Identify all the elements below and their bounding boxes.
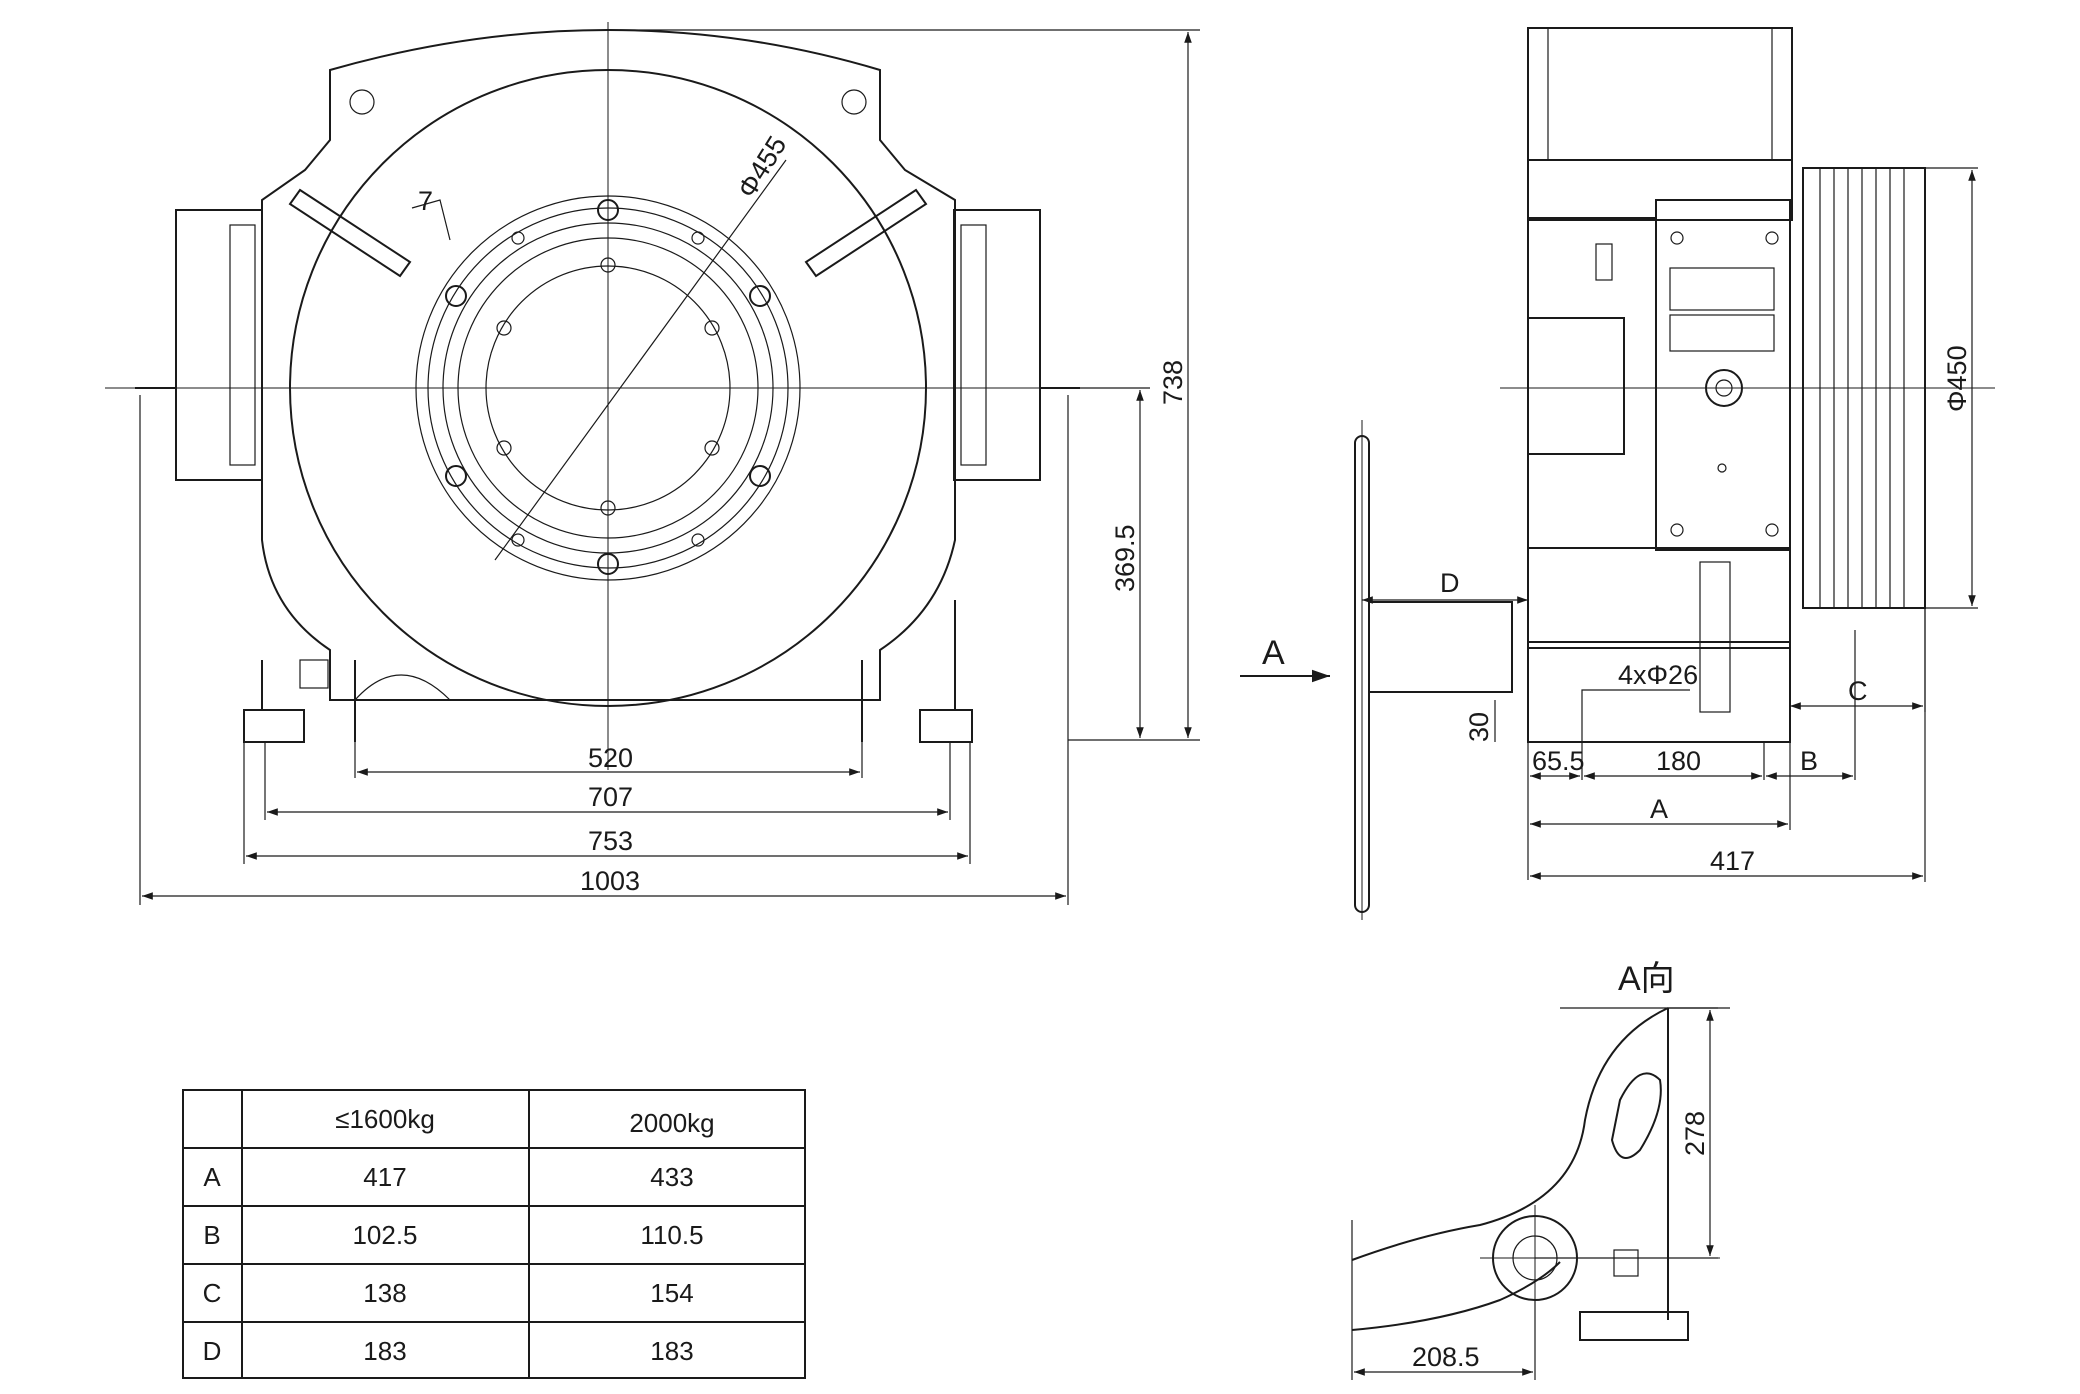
cable-gland — [1595, 243, 1613, 281]
brake-pad-left — [229, 224, 256, 466]
holes-leader — [1581, 689, 1690, 742]
upper-housing — [1527, 159, 1793, 221]
lifting-eye-right — [841, 89, 867, 115]
sheave-diameter-label: Φ450 — [1942, 345, 1972, 412]
dim-417-label: 417 — [1710, 846, 1755, 876]
dim-65-5-label: 65.5 — [1532, 746, 1585, 776]
table-row-label: D — [203, 1336, 222, 1366]
diameter-leader — [494, 159, 787, 561]
detail-contour-lower — [1351, 1261, 1561, 1331]
flange-ring-4 — [457, 237, 759, 539]
dim-1003-label: 1003 — [580, 866, 640, 896]
view-arrow-label: A — [1262, 634, 1285, 672]
dim-208-5-label: 208.5 — [1412, 1342, 1480, 1372]
dim-753: 753 — [243, 742, 971, 864]
table-cell: 183 — [650, 1336, 693, 1366]
dim-520-label: 520 — [588, 743, 633, 773]
detail-view-a: A向 278 208.5 — [1351, 960, 1730, 1380]
flange-small-holes — [496, 231, 720, 547]
table-cell: 417 — [363, 1162, 406, 1192]
angle-label: 7 — [418, 186, 433, 216]
holes-label: 4xΦ26 — [1618, 660, 1698, 690]
dim-738-label: 738 — [1158, 360, 1188, 405]
dim-369-5-label: 369.5 — [1110, 524, 1140, 592]
top-frame — [1527, 27, 1793, 161]
foot-right — [919, 709, 973, 743]
dim-369-5: 369.5 — [1080, 387, 1150, 738]
front-view: Φ455 7 520 707 753 1003 — [105, 22, 1200, 905]
rib — [1699, 561, 1731, 713]
table-row-label: A — [203, 1162, 221, 1192]
brake-box-left — [175, 209, 263, 481]
flange-bolts — [445, 199, 771, 575]
detail-fitting — [1613, 1249, 1639, 1277]
motor-body — [1527, 217, 1657, 549]
dim-707-label: 707 — [588, 782, 633, 812]
side-view: A D 4xΦ26 30 65.5 180 B C A 417 — [1240, 27, 1995, 920]
detail-slot — [1610, 1072, 1662, 1159]
housing-outline — [261, 28, 956, 701]
table-cell: 433 — [650, 1162, 693, 1192]
base-block — [299, 659, 329, 689]
table-cell: 183 — [363, 1336, 406, 1366]
dim-c-label: C — [1848, 676, 1868, 706]
base-cutout — [353, 674, 452, 701]
brake-box-right — [953, 209, 1041, 481]
dim-753-label: 753 — [588, 826, 633, 856]
mounting-arm — [1369, 601, 1513, 693]
dim-30-label: 30 — [1464, 712, 1494, 742]
detail-contour-upper — [1351, 1007, 1669, 1261]
lifting-eye-left — [349, 89, 375, 115]
dim-1003: 1003 — [139, 395, 1069, 905]
nameplate-2 — [1669, 314, 1775, 352]
dim-d-label: D — [1440, 568, 1460, 598]
dim-180-label: 180 — [1656, 746, 1701, 776]
brake-pad-right — [960, 224, 987, 466]
dim-278-label: 278 — [1680, 1111, 1710, 1156]
nameplate-1 — [1669, 267, 1775, 311]
flange-ring-2 — [427, 207, 789, 569]
main-disc — [289, 69, 927, 707]
brake-arm-left — [288, 188, 412, 278]
dim-a-label: A — [1650, 794, 1668, 824]
table-header-2000: 2000kg — [629, 1108, 714, 1138]
base-plate — [1527, 641, 1791, 743]
table-border — [182, 1089, 806, 1379]
brake-arm-right — [804, 188, 928, 278]
flange-diameter-label: Φ455 — [732, 131, 793, 203]
table-header-1600: ≤1600kg — [335, 1104, 435, 1134]
detail-foot — [1579, 1311, 1689, 1341]
table-cell: 102.5 — [352, 1220, 417, 1250]
detail-title: A向 — [1618, 960, 1675, 998]
table-row-label: C — [203, 1278, 222, 1308]
top-frame-inner — [1547, 27, 1773, 161]
nameplate-panel — [1655, 199, 1791, 551]
table-cell: 154 — [650, 1278, 693, 1308]
flange-ring-outer — [415, 195, 801, 581]
dim-738: 738 — [620, 29, 1200, 741]
angle-leader — [411, 199, 451, 241]
table-cell: 138 — [363, 1278, 406, 1308]
table-row-label: B — [203, 1220, 220, 1250]
base-legs — [261, 600, 956, 742]
foot-left — [243, 709, 305, 743]
dim-707: 707 — [264, 742, 951, 820]
spec-table: ≤1600kg 2000kg A 417 433 B 102.5 110.5 C… — [182, 1089, 806, 1379]
junction-box — [1527, 317, 1625, 455]
dim-520: 520 — [354, 742, 863, 778]
dim-b-label: B — [1800, 746, 1818, 776]
flange-bore — [485, 265, 731, 511]
lower-body — [1527, 547, 1791, 649]
table-cell: 110.5 — [640, 1220, 703, 1250]
